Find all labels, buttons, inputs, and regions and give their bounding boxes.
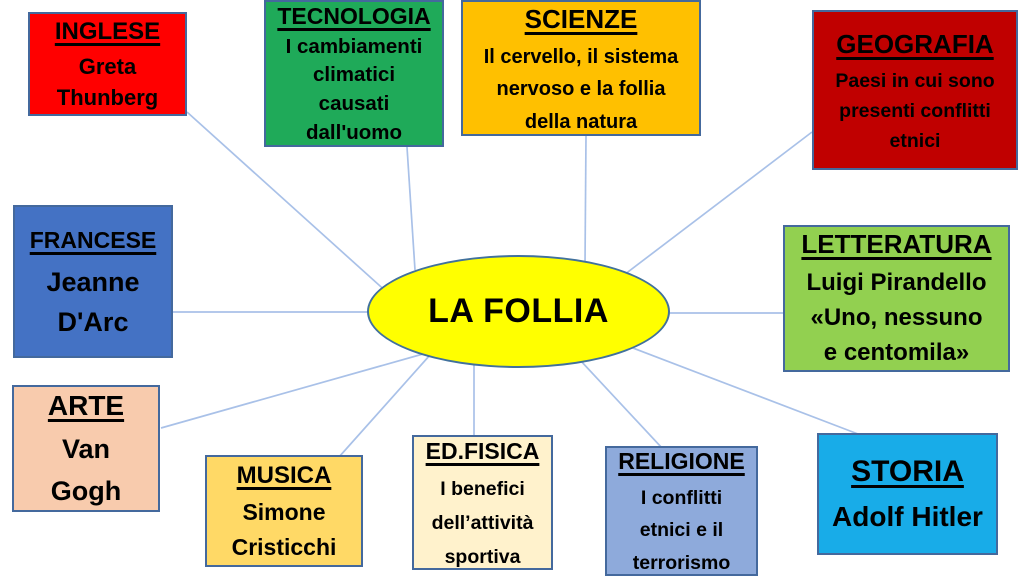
node-musica-title: MUSICA: [236, 462, 332, 489]
node-inglese-line: Thunberg: [56, 85, 159, 111]
node-arte-line: Van: [61, 434, 111, 465]
node-letteratura-line: «Uno, nessuno: [810, 303, 983, 331]
node-inglese[interactable]: INGLESE Greta Thunberg: [28, 12, 187, 116]
node-tecnologia-title: TECNOLOGIA: [277, 2, 431, 29]
center-topic-label: LA FOLLIA: [428, 292, 609, 330]
node-inglese-title: INGLESE: [54, 17, 161, 45]
node-religione[interactable]: RELIGIONE I conflitti etnici e il terror…: [605, 446, 758, 576]
node-ed-fisica-line: sportiva: [444, 546, 521, 569]
node-letteratura[interactable]: LETTERATURA Luigi Pirandello «Uno, nessu…: [783, 225, 1010, 372]
node-tecnologia-line: climatici: [312, 63, 396, 87]
node-tecnologia[interactable]: TECNOLOGIA I cambiamenti climatici causa…: [264, 0, 444, 147]
connector-inglese: [186, 111, 391, 296]
connector-scienze: [584, 135, 587, 266]
node-tecnologia-line: causati: [318, 92, 390, 116]
connector-tecnologia: [406, 146, 416, 271]
connector-musica: [338, 354, 431, 458]
node-religione-title: RELIGIONE: [618, 448, 745, 475]
node-musica[interactable]: MUSICA Simone Cristicchi: [205, 455, 363, 567]
node-storia-title: STORIA: [851, 454, 964, 488]
node-ed-fisica-line: dell’attività: [431, 512, 534, 535]
node-ed-fisica-title: ED.FISICA: [425, 437, 540, 464]
node-scienze[interactable]: SCIENZE Il cervello, il sistema nervoso …: [461, 0, 701, 136]
node-musica-line: Cristicchi: [231, 533, 337, 560]
node-arte[interactable]: ARTE Van Gogh: [12, 385, 160, 512]
node-scienze-line: della natura: [524, 110, 638, 133]
node-francese[interactable]: FRANCESE Jeanne D'Arc: [13, 205, 173, 358]
node-ed-fisica[interactable]: ED.FISICA I benefici dell’attività sport…: [412, 435, 553, 570]
connector-religione: [579, 359, 663, 449]
node-arte-title: ARTE: [47, 389, 125, 421]
node-scienze-line: Il cervello, il sistema: [483, 45, 679, 68]
node-letteratura-line: Luigi Pirandello: [806, 269, 987, 297]
node-francese-line: D'Arc: [57, 307, 129, 337]
node-ed-fisica-line: I benefici: [440, 477, 525, 500]
connector-arte: [160, 351, 431, 429]
connector-storia: [624, 344, 859, 435]
node-tecnologia-line: dall'uomo: [306, 120, 402, 144]
node-musica-line: Simone: [242, 499, 326, 525]
node-letteratura-title: LETTERATURA: [801, 229, 992, 260]
node-tecnologia-line: I cambiamenti: [285, 34, 423, 58]
node-scienze-line: nervoso e la follia: [496, 78, 666, 101]
node-geografia-title: GEOGRAFIA: [836, 28, 994, 59]
node-geografia-line: etnici: [889, 130, 941, 153]
node-religione-line: etnici e il: [639, 519, 724, 542]
node-letteratura-line: e centomila»: [823, 338, 970, 366]
node-scienze-title: SCIENZE: [524, 3, 638, 34]
node-francese-line: Jeanne: [46, 266, 140, 297]
node-religione-line: I conflitti: [640, 486, 723, 509]
node-arte-line: Gogh: [50, 476, 122, 507]
node-geografia-line: presenti conflitti: [839, 100, 991, 123]
center-topic-ellipse[interactable]: LA FOLLIA: [367, 255, 670, 368]
node-geografia-line: Paesi in cui sono: [835, 69, 995, 92]
node-storia[interactable]: STORIA Adolf Hitler: [817, 433, 998, 555]
node-religione-line: terrorismo: [632, 552, 731, 575]
node-geografia[interactable]: GEOGRAFIA Paesi in cui sono presenti con…: [812, 10, 1018, 170]
node-inglese-line: Greta: [78, 53, 137, 79]
node-francese-title: FRANCESE: [29, 227, 157, 253]
node-storia-line: Adolf Hitler: [832, 501, 983, 533]
connector-geografia: [619, 131, 813, 279]
